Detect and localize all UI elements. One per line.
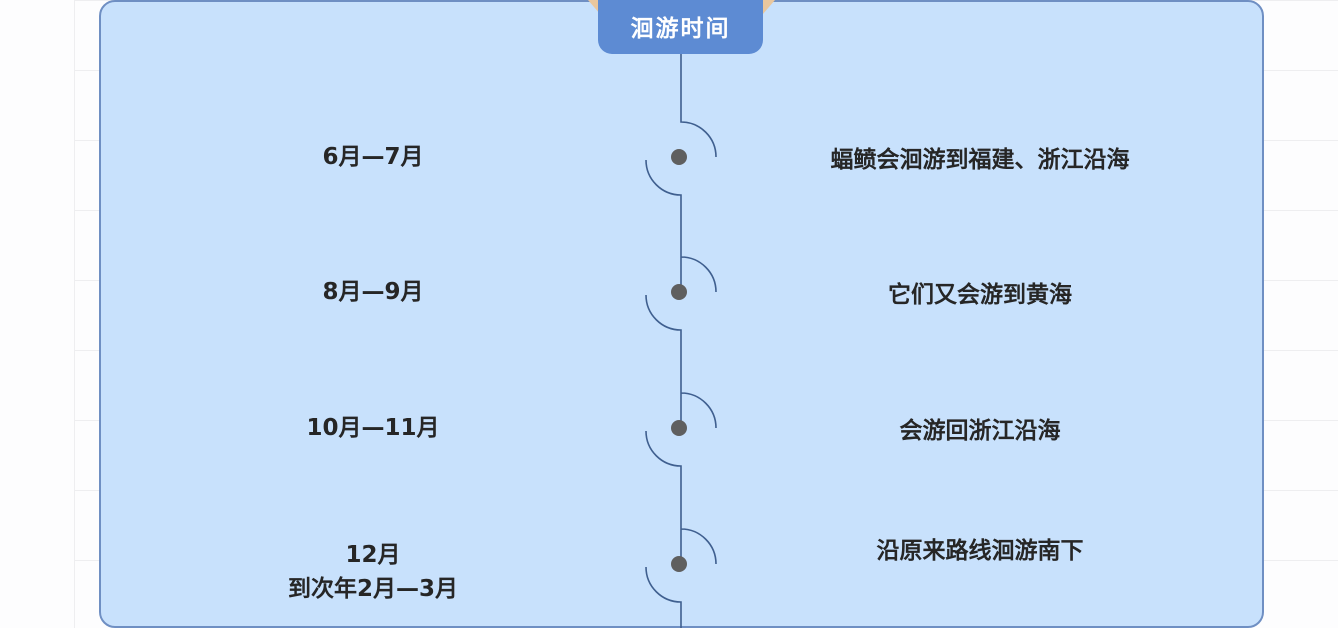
timeline-dot <box>671 420 687 436</box>
event-description: 沿原来路线洄游南下 <box>876 538 1084 564</box>
timeline-dot <box>671 556 687 572</box>
event-time-line: 6月—7月 <box>322 144 424 170</box>
event-time-line: 10月—11月 <box>306 415 440 441</box>
event-description: 蝠鲼会洄游到福建、浙江沿海 <box>830 147 1130 173</box>
timeline-title: 洄游时间 <box>598 0 763 54</box>
event-time: 10月—11月 <box>223 411 523 445</box>
tab-ear-right <box>763 0 775 14</box>
event-time-line: 12月 <box>345 542 401 568</box>
event-time: 6月—7月 <box>223 140 523 174</box>
timeline-dot <box>671 149 687 165</box>
event-time: 8月—9月 <box>223 275 523 309</box>
timeline-line <box>645 54 717 628</box>
tab-ear-left <box>588 0 600 14</box>
event-description: 会游回浙江沿海 <box>899 418 1061 444</box>
event-description: 它们又会游到黄海 <box>888 282 1072 308</box>
timeline-dot <box>671 284 687 300</box>
event-time-line: 8月—9月 <box>322 279 424 305</box>
event-time-line: 到次年2月—3月 <box>287 576 458 602</box>
event-time: 12月到次年2月—3月 <box>223 538 523 606</box>
